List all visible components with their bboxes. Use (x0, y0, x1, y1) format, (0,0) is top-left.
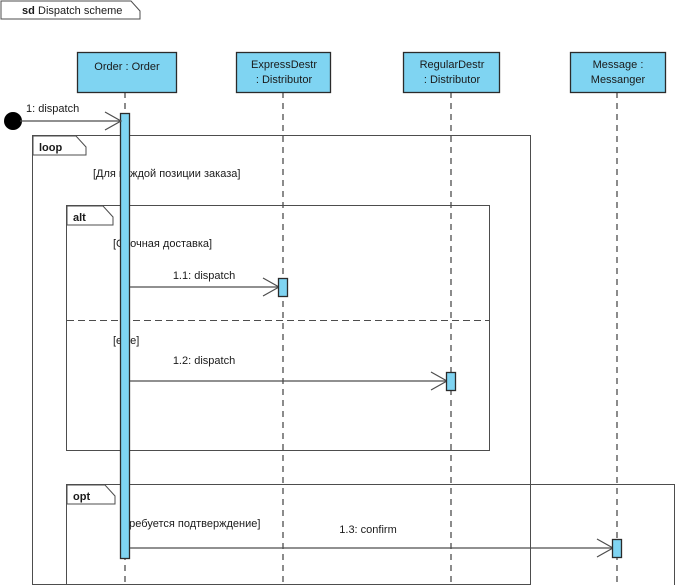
message-1-1-dispatch[interactable]: 1.1: dispatch (130, 270, 289, 298)
fragment-loop-guard: [Для каждой позиции заказа] (93, 168, 240, 180)
participant-messenger-box (569, 51, 667, 94)
participant-messenger-label-line1: Message : (593, 59, 644, 71)
fragment-opt-border (66, 484, 675, 585)
participant-express[interactable]: ExpressDestr : Distributor (235, 51, 332, 94)
lifelines-group (124, 92, 618, 585)
diagram-name-label: Dispatch scheme (38, 5, 122, 17)
diagram-kind-label: sd (22, 5, 35, 17)
message-1-2-label: 1.2: dispatch (173, 355, 235, 367)
participant-express-label-line1: ExpressDestr (251, 59, 317, 71)
message-1-3-confirm[interactable]: 1.3: confirm (130, 524, 623, 559)
found-message-start-dot (4, 112, 22, 130)
fragment-alt-operator: alt (73, 212, 86, 224)
participant-regular[interactable]: RegularDestr : Distributor (402, 51, 501, 94)
fragment-loop-border (32, 135, 531, 585)
participant-regular-box (402, 51, 501, 94)
fragment-alt-tab (66, 205, 114, 226)
participant-regular-label-line2: : Distributor (424, 74, 481, 86)
fragment-opt-tab (66, 484, 116, 505)
fragment-opt[interactable]: opt [Требуется подтверждение] (66, 484, 675, 585)
activation-bar-regular (445, 371, 457, 392)
message-1-label: 1: dispatch (26, 103, 79, 115)
fragment-loop[interactable]: loop [Для каждой позиции заказа] (32, 135, 531, 585)
fragment-alt-guard: [Срочная доставка] (113, 238, 212, 250)
message-1-dispatch[interactable]: 1: dispatch (4, 103, 123, 131)
message-1-arrowhead (104, 111, 123, 131)
message-1-3-label: 1.3: confirm (339, 524, 396, 536)
activation-bar-order (119, 112, 131, 560)
fragment-alt[interactable]: alt [Срочная доставка] [else] (66, 205, 490, 451)
participant-order-label: Order : Order (94, 61, 160, 73)
participant-order[interactable]: Order : Order (76, 51, 178, 94)
fragment-alt-border (66, 205, 490, 451)
participant-order-box (76, 51, 178, 94)
participant-messenger-label-line2: Messanger (591, 74, 646, 86)
participant-express-box (235, 51, 332, 94)
participant-regular-label-line1: RegularDestr (420, 59, 485, 71)
message-1-2-dispatch[interactable]: 1.2: dispatch (130, 355, 457, 392)
message-1-1-label: 1.1: dispatch (173, 270, 235, 282)
diagram-frame-tab: sd Dispatch scheme (0, 0, 141, 20)
fragment-loop-operator: loop (39, 142, 62, 154)
activation-bar-express (277, 277, 289, 298)
activation-bar-messenger (611, 538, 623, 559)
fragment-opt-guard: [Требуется подтверждение] (120, 518, 260, 530)
fragment-opt-operator: opt (73, 491, 90, 503)
participant-messenger[interactable]: Message : Messanger (569, 51, 667, 94)
fragment-loop-tab (32, 135, 87, 156)
participant-express-label-line2: : Distributor (256, 74, 313, 86)
